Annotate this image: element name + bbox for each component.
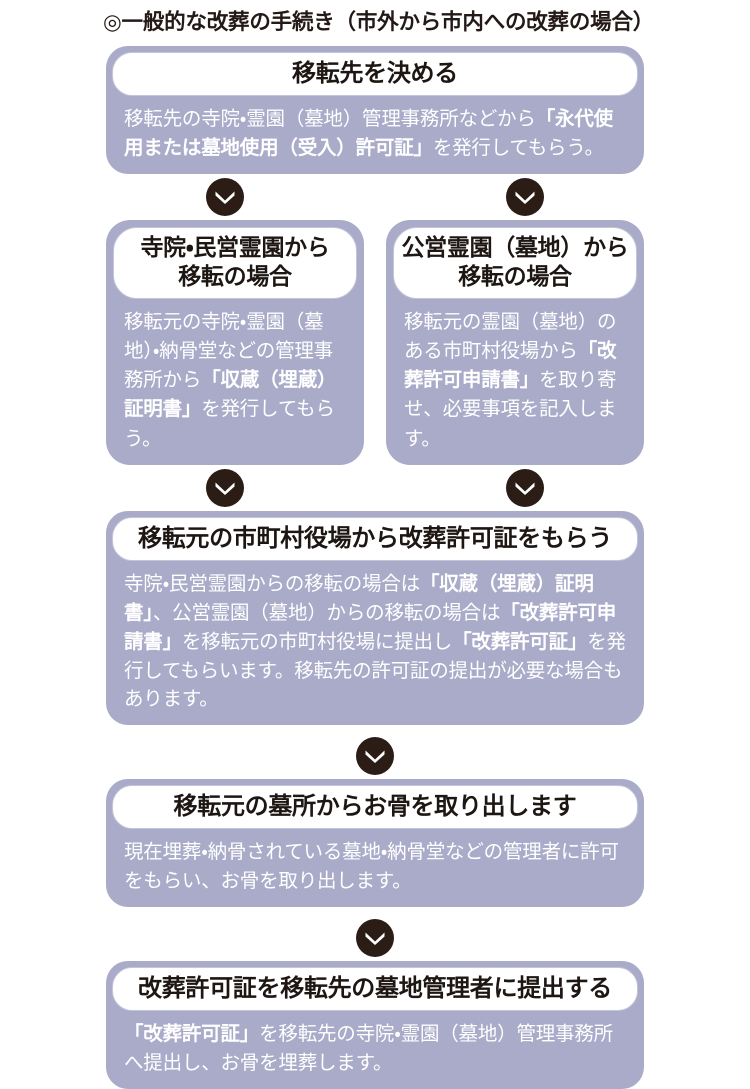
step-heading-line2: 移転の場合	[458, 263, 572, 290]
body-text-plain: 移転先の寺院・霊園（墓地）管理事務所などから	[124, 107, 536, 130]
step-body: 「改葬許可証」を移転先の寺院・霊園（墓地）管理事務所へ提出し、お骨を埋葬します。	[112, 1011, 638, 1080]
page-title: ◎一般的な改葬の手続き（市外から市内への改葬の場合）	[103, 10, 655, 35]
body-text-emphasis: 「収蔵（埋蔵）証明書」	[124, 368, 337, 421]
body-text-plain: 移転元の寺院・霊園（墓地）・納骨堂などの管理事務所から	[124, 309, 333, 392]
arrow-row-3-to-4	[106, 733, 644, 779]
arrow-row-4-to-5	[106, 915, 644, 961]
step-body: 移転先の寺院・霊園（墓地）管理事務所などから「永代使用または墓地使用（受入）許可…	[112, 96, 638, 165]
step-card-decide-destination: 移転先を決める 移転先の寺院・霊園（墓地）管理事務所などから「永代使用または墓地…	[106, 46, 644, 174]
step-heading-line1: 公営霊園（墓地）から	[401, 234, 629, 261]
body-text-plain: を発行してもらう。	[432, 135, 604, 159]
chevron-down-icon	[206, 468, 244, 507]
body-text-emphasis: 「永代使	[535, 107, 613, 130]
step-card-temple-private-cemetery: 寺院・民営霊園から移転の場合 移転元の寺院・霊園（墓地）・納骨堂などの管理事務所…	[106, 219, 364, 465]
arrow-row-branch	[106, 174, 644, 220]
step-heading: 移転元の墓所からお骨を取り出します	[112, 785, 638, 830]
step-card-obtain-permit: 移転元の市町村役場から改葬許可証をもらう 寺院・民営霊園からの移転の場合は「収蔵…	[106, 510, 644, 726]
body-text-emphasis: 「改葬許可申請書」	[404, 338, 617, 392]
step-heading: 移転元の市町村役場から改葬許可証をもらう	[112, 516, 638, 561]
body-text-plain: を移転元の市町村役場に提出し	[181, 629, 453, 653]
body-text-emphasis: 用または墓地使用（受入）許可証」	[124, 135, 433, 159]
body-text-plain: 現在埋葬・納骨されている墓地・納骨堂などの管理者に許可をもらい、お骨を取り出しま…	[124, 840, 619, 893]
body-text-plain: を発行してもらいます。移転先の許可証の提出が必要な場合もあります。	[124, 629, 626, 711]
chevron-down-icon	[356, 737, 394, 776]
body-text-emphasis: 「改葬許可証」	[452, 629, 588, 653]
flow-container: 移転先を決める 移転先の寺院・霊園（墓地）管理事務所などから「永代使用または墓地…	[0, 46, 750, 1089]
step-card-remove-remains: 移転元の墓所からお骨を取り出します 現在埋葬・納骨されている墓地・納骨堂などの管…	[106, 779, 644, 907]
step-card-submit-permit: 改葬許可証を移転先の墓地管理者に提出する 「改葬許可証」を移転先の寺院・霊園（墓…	[106, 960, 644, 1089]
step-heading-line1: 寺院・民営霊園から	[140, 234, 330, 261]
chevron-down-icon	[206, 177, 244, 216]
step-body: 移転元の霊園（墓地）のある市町村役場から「改葬許可申請書」を取り寄せ、必要事項を…	[393, 299, 637, 455]
body-text-plain: 寺院・民営霊園からの移転の場合は	[124, 571, 420, 595]
flowchart-page: ◎一般的な改葬の手続き（市外から市内への改葬の場合） 移転先を決める 移転先の寺…	[103, 10, 655, 1089]
chevron-down-icon	[506, 468, 544, 507]
body-text-emphasis: 「改葬許可証」	[124, 1021, 260, 1045]
chevron-down-icon	[356, 918, 394, 957]
step-heading-line2: 移転の場合	[178, 263, 292, 290]
arrow-row-merge	[106, 465, 644, 511]
body-text-plain: を発行してもらう。	[124, 397, 335, 450]
chevron-down-icon	[506, 177, 544, 216]
body-text-emphasis: 「収蔵（埋蔵）証明書」	[124, 571, 594, 624]
step-body: 寺院・民営霊園からの移転の場合は「収蔵（埋蔵）証明書」、公営霊園（墓地）からの移…	[112, 561, 638, 716]
body-text-plain: 移転元の霊園（墓地）のある市町村役場から	[404, 309, 617, 362]
branch-row: 寺院・民営霊園から移転の場合 移転元の寺院・霊園（墓地）・納骨堂などの管理事務所…	[106, 219, 644, 465]
step-heading: 寺院・民営霊園から移転の場合	[113, 226, 357, 299]
body-text-emphasis: 「改葬許可申請書」	[124, 600, 617, 653]
step-heading: 公営霊園（墓地）から移転の場合	[393, 226, 637, 299]
step-heading: 移転先を決める	[112, 52, 638, 96]
step-card-public-cemetery: 公営霊園（墓地）から移転の場合 移転元の霊園（墓地）のある市町村役場から「改葬許…	[386, 219, 644, 465]
body-text-plain: を取り寄せ、必要事項を記入します。	[404, 368, 617, 450]
body-text-plain: 、公営霊園（墓地）からの移転の場合は	[152, 600, 501, 624]
step-heading: 改葬許可証を移転先の墓地管理者に提出する	[112, 966, 638, 1011]
step-body: 現在埋葬・納骨されている墓地・納骨堂などの管理者に許可をもらい、お骨を取り出しま…	[112, 829, 638, 898]
step-body: 移転元の寺院・霊園（墓地）・納骨堂などの管理事務所から「収蔵（埋蔵）証明書」を発…	[113, 299, 357, 455]
